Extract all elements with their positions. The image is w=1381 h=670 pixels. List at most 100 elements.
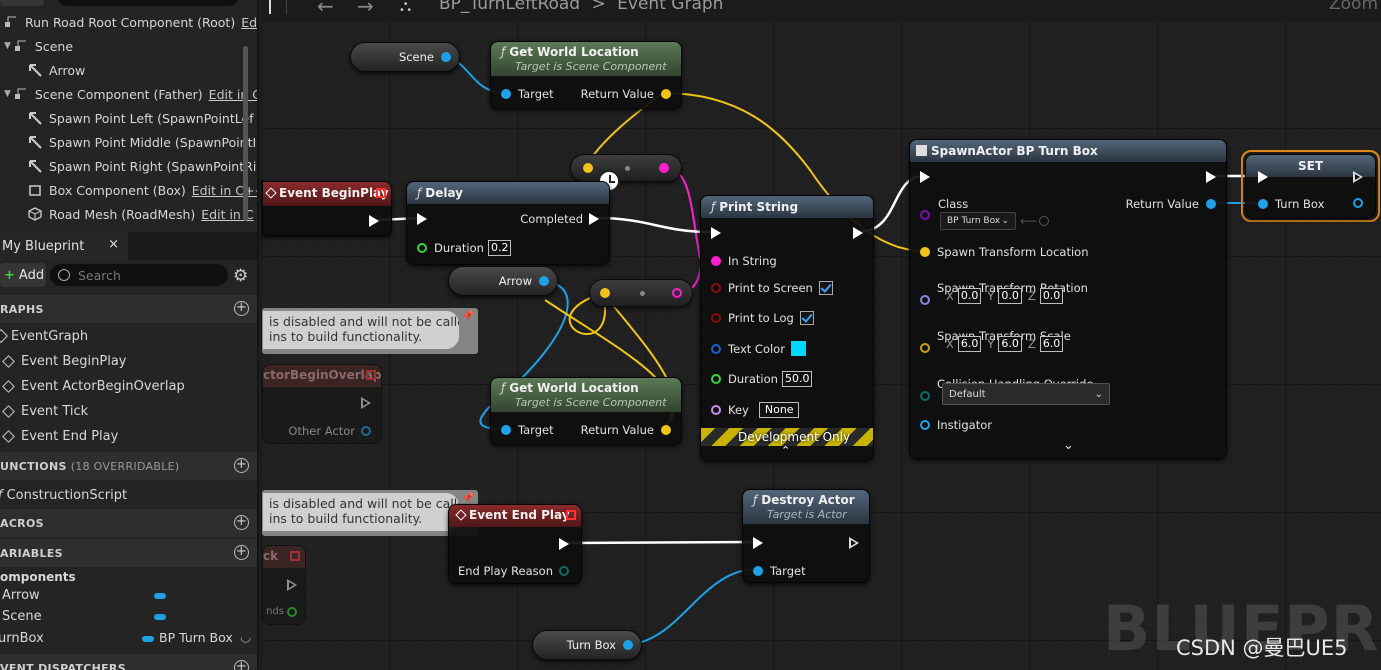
- return-value-pin[interactable]: Return Value: [581, 87, 671, 101]
- print-to-screen-pin[interactable]: Print to Screen: [711, 281, 833, 295]
- spawn-location-pin[interactable]: Spawn Transform Location: [920, 245, 1089, 259]
- collision-dropdown[interactable]: Default⌄: [942, 383, 1110, 405]
- instigator-pin[interactable]: Instigator: [920, 418, 992, 432]
- disabled-comment-1[interactable]: is disabled and will not be called. ins …: [262, 308, 478, 354]
- variable-item-arrow[interactable]: Arrow: [2, 583, 252, 607]
- toolbar-dropdown-button[interactable]: [269, 0, 287, 14]
- target-pin[interactable]: Target: [753, 564, 806, 578]
- forward-arrow-icon[interactable]: →: [357, 0, 374, 18]
- spawn-actor-node[interactable]: SpawnActor BP Turn Box Class BP Turn Box…: [909, 139, 1227, 459]
- return-value-pin[interactable]: Return Value: [581, 423, 671, 437]
- exec-out-pin[interactable]: [853, 227, 863, 239]
- delta-seconds-pin[interactable]: nds: [266, 606, 297, 617]
- component-row-roadmesh[interactable]: Road Mesh (RoadMesh)Edit in C: [28, 203, 254, 225]
- exec-in-pin[interactable]: [1258, 171, 1275, 183]
- text-color-swatch[interactable]: [790, 341, 806, 356]
- print-to-log-pin[interactable]: Print to Log: [711, 311, 814, 325]
- component-row-scene[interactable]: ▼ Scene: [4, 35, 73, 57]
- edit-link[interactable]: Edit in C: [201, 206, 254, 222]
- duration-input[interactable]: 0.2: [487, 240, 512, 256]
- object-pin[interactable]: [623, 640, 633, 650]
- eye-icon[interactable]: ◡: [240, 630, 252, 645]
- settings-gear-icon[interactable]: ⚙: [233, 266, 249, 286]
- graphs-section-header[interactable]: RAPHS +: [0, 295, 257, 323]
- return-value-pin[interactable]: Return Value: [1126, 197, 1216, 211]
- expand-chevron-icon[interactable]: ⌄: [1063, 438, 1074, 453]
- object-pin[interactable]: [539, 276, 549, 286]
- component-row-root[interactable]: Run Road Root Component (Root)Ed: [4, 11, 257, 33]
- functions-section-header[interactable]: UNCTIONS (18 OVERRIDABLE) +: [0, 452, 257, 480]
- component-row-spawn-middle[interactable]: Spawn Point Middle (SpawnPointI: [28, 131, 256, 153]
- event-endplay-node[interactable]: Event End Play End Play Reason: [448, 504, 582, 584]
- variables-category-components[interactable]: omponents: [0, 565, 76, 589]
- component-row-box[interactable]: Box Component (Box)Edit in C++: [28, 179, 259, 201]
- class-pin[interactable]: Class: [920, 197, 968, 211]
- in-string-pin[interactable]: In String: [711, 254, 777, 268]
- event-item-tick[interactable]: Event Tick: [2, 399, 88, 423]
- event-item-beginplay[interactable]: Event BeginPlay: [2, 349, 127, 373]
- set-turnbox-node[interactable]: SET Turn Box: [1245, 154, 1376, 218]
- scene-variable-node[interactable]: Scene: [350, 42, 460, 72]
- component-row-spawn-right[interactable]: Spawn Point Right (SpawnPointRi: [28, 155, 256, 177]
- other-actor-pin[interactable]: Other Actor: [288, 424, 371, 438]
- search-icon[interactable]: [1039, 216, 1050, 226]
- exec-out-pin[interactable]: [287, 579, 297, 591]
- exec-out-pin[interactable]: [369, 215, 379, 227]
- search-input[interactable]: Search: [50, 264, 228, 286]
- add-function-icon[interactable]: +: [234, 457, 249, 473]
- edit-link[interactable]: Edit in C++: [191, 182, 259, 198]
- components-scrollbar[interactable]: [243, 46, 248, 221]
- dispatchers-section-header[interactable]: VENT DISPATCHERS +: [0, 654, 257, 670]
- rotation-z-input[interactable]: 0.0: [1039, 288, 1064, 304]
- back-arrow-icon[interactable]: ←: [317, 0, 334, 18]
- component-row-arrow[interactable]: Arrow: [28, 59, 85, 81]
- exec-in-pin[interactable]: [711, 227, 728, 239]
- add-button[interactable]: + Add: [0, 263, 46, 287]
- arrow-variable-node[interactable]: Arrow: [448, 266, 558, 296]
- turn-box-out-pin[interactable]: [1353, 198, 1363, 208]
- actorbeginoverlap-node-disabled[interactable]: ctorBeginOverlap Other Actor: [262, 364, 382, 444]
- disabled-comment-2[interactable]: is disabled and will not be called. ins …: [262, 490, 478, 536]
- object-pin[interactable]: [441, 52, 451, 62]
- key-input[interactable]: None: [758, 402, 799, 418]
- print-to-screen-checkbox[interactable]: [818, 281, 833, 295]
- tab-my-blueprint[interactable]: My Blueprint ×: [0, 232, 128, 260]
- vector-pin[interactable]: [600, 288, 610, 298]
- exec-out-pin[interactable]: [1353, 171, 1363, 183]
- add-dispatcher-icon[interactable]: +: [234, 660, 249, 670]
- close-tab-icon[interactable]: ×: [108, 237, 119, 252]
- class-pin-dot[interactable]: [920, 210, 930, 220]
- exec-out-pin[interactable]: [849, 537, 859, 549]
- duration-input[interactable]: 50.0: [781, 371, 813, 387]
- exec-out-pin[interactable]: [559, 538, 569, 550]
- browse-arrow-icon[interactable]: ⟵: [1020, 214, 1038, 228]
- variables-section-header[interactable]: ARIABLES +: [0, 539, 257, 567]
- print-to-log-checkbox[interactable]: [799, 311, 814, 325]
- rotation-x-input[interactable]: 0.0: [957, 288, 982, 304]
- event-item-actorbeginoverlap[interactable]: Event ActorBeginOverlap: [2, 374, 185, 398]
- event-item-endplay[interactable]: Event End Play: [2, 424, 118, 448]
- function-item-construction[interactable]: ƒ ConstructionScript: [0, 483, 127, 507]
- turn-box-pin[interactable]: Turn Box: [1258, 197, 1324, 211]
- scale-x-input[interactable]: 6.0: [957, 336, 982, 352]
- graph-item-eventgraph[interactable]: EventGraph: [0, 324, 88, 348]
- reroute-node-1[interactable]: [570, 154, 682, 182]
- graph-hierarchy-icon[interactable]: ⛬: [400, 0, 412, 15]
- edit-link[interactable]: Ed: [241, 14, 258, 30]
- exec-in-pin[interactable]: [920, 171, 937, 183]
- variable-item-turnbox[interactable]: urnBox BP Turn Box ◡: [0, 626, 257, 650]
- macros-section-header[interactable]: ACROS +: [0, 509, 257, 537]
- add-variable-icon[interactable]: +: [234, 544, 249, 560]
- string-pin[interactable]: [659, 163, 669, 173]
- collapse-chevron-icon[interactable]: ⌃: [781, 444, 791, 457]
- target-pin[interactable]: Target: [501, 423, 554, 437]
